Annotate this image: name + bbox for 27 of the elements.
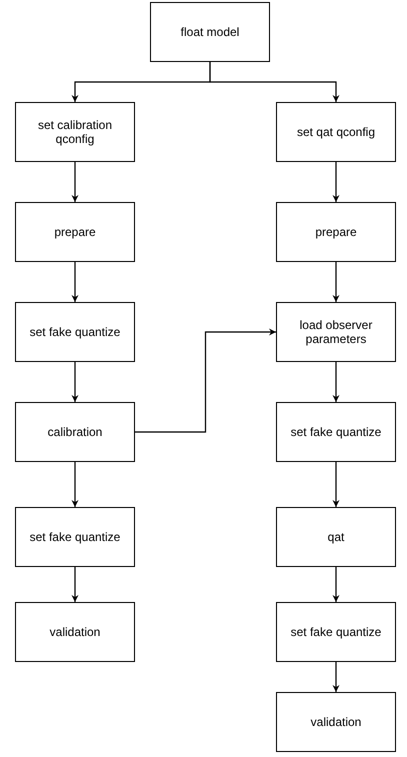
process-box: set fake quantize: [15, 507, 135, 567]
arrow: [332, 662, 340, 692]
process-box: prepare: [15, 202, 135, 262]
process-box: set qat qconfig: [276, 102, 396, 162]
arrow: [332, 567, 340, 602]
process-box: calibration: [15, 402, 135, 462]
arrow: [332, 362, 340, 402]
arrow: [72, 262, 78, 302]
process-box: set fake quantize: [15, 302, 135, 362]
process-box: qat: [276, 507, 396, 567]
process-box: set calibration qconfig: [15, 102, 135, 162]
process-box: float model: [150, 2, 270, 62]
process-box: validation: [276, 692, 396, 752]
arrow: [72, 567, 78, 602]
arrow: [72, 362, 78, 402]
arrow: [135, 328, 276, 433]
process-box: set fake quantize: [276, 402, 396, 462]
process-box: validation: [15, 602, 135, 662]
process-box: prepare: [276, 202, 396, 262]
arrow: [209, 62, 340, 102]
arrow: [332, 462, 340, 507]
arrow: [72, 162, 78, 202]
arrow: [332, 262, 340, 302]
arrow: [332, 162, 340, 202]
process-box: set fake quantize: [276, 602, 396, 662]
arrow: [72, 462, 78, 507]
process-box: load observer parameters: [276, 302, 396, 362]
